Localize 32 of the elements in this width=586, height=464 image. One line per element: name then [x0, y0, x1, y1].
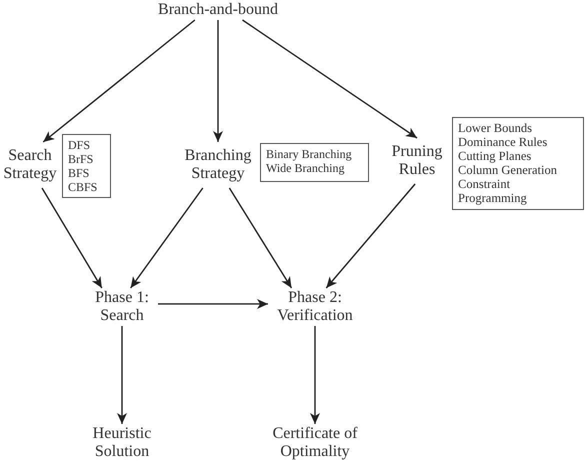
concept-label: Heuristic Solution [80, 424, 164, 462]
concept-label: Certificate of Optimality [265, 424, 365, 462]
list-item: BFS [68, 166, 90, 180]
list-item: Binary Branching [266, 147, 353, 161]
concept-label: Phase 1: Search [86, 288, 158, 326]
list-item: Constraint Programming [458, 177, 528, 205]
arrow [242, 19, 418, 139]
list-item: Cutting Planes [458, 149, 532, 163]
arrow [213, 20, 223, 142]
concept-label: Branching Strategy [180, 142, 256, 188]
arrow [117, 326, 127, 424]
list-item: Wide Branching [266, 161, 346, 175]
concept-label: Branch-and-bound [150, 0, 286, 20]
arrow [42, 19, 196, 143]
list-item: Column Generation [458, 163, 558, 177]
list-item: Dominance Rules [458, 135, 548, 149]
list-item: CBFS [68, 180, 98, 194]
arrow [228, 188, 292, 288]
arrow [310, 326, 320, 424]
arrow [130, 188, 204, 288]
concept-label: Pruning Rules [385, 138, 449, 184]
arrow [41, 188, 102, 288]
arrow [326, 184, 416, 288]
concept-label: Phase 2: Verification [268, 288, 362, 326]
list-box [452, 117, 584, 210]
list-item: Lower Bounds [458, 121, 533, 135]
list-item: DFS [68, 138, 92, 152]
list-box [62, 134, 111, 198]
concept-label: Search Strategy [0, 142, 60, 188]
list-box [260, 143, 369, 182]
arrow [158, 298, 268, 309]
list-item: BrFS [68, 152, 94, 166]
